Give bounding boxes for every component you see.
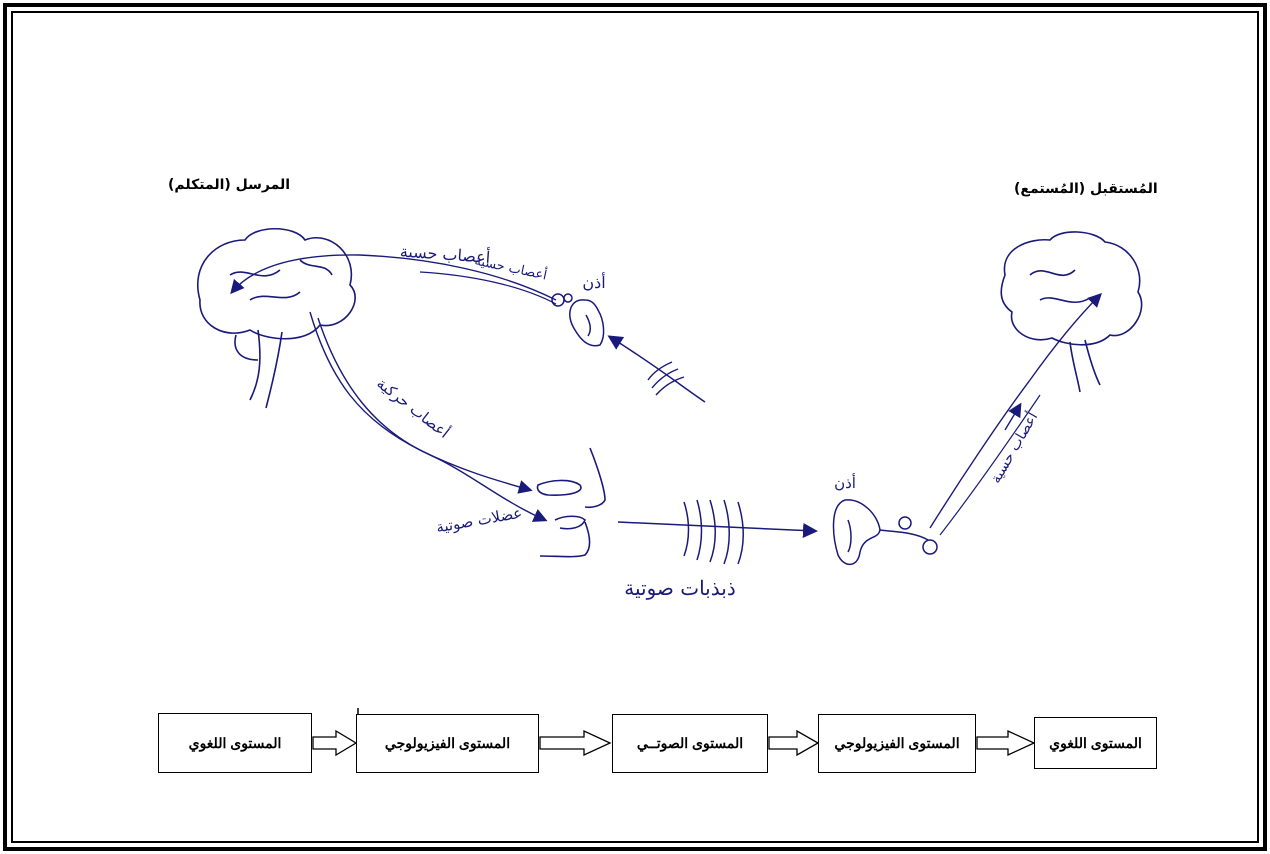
feedback-sound-waves [648,362,684,395]
level-label: المستوى اللغوي [1049,735,1142,752]
label-ear-listener: أذن [834,473,856,492]
sensory-nerve-listener-path [930,295,1100,528]
level-label: المستوى اللغوي [189,735,282,752]
speaker-ear-icon [552,294,604,346]
level-label: المستوى الصوتــي [637,735,743,752]
label-vocal-muscles: عضلات صوتية [435,504,524,537]
listener-ear-icon [834,500,937,565]
level-arrow-4 [977,731,1034,755]
label-sound-vibrations: ذبذبات صوتية [624,576,735,600]
level-box-linguistic-speaker: المستوى اللغوي [158,713,312,773]
label-motor-nerves: أعصاب حركية [373,373,453,441]
sound-wave-arrow [618,522,815,531]
speaker-mouth-icon [537,448,605,557]
level-arrow-3 [769,731,818,755]
level-box-physiological-speaker: المستوى الفيزيولوجي [356,714,539,773]
level-label: المستوى الفيزيولوجي [385,735,510,752]
level-box-acoustic: المستوى الصوتــي [612,714,768,773]
level-arrow-1 [313,731,356,755]
label-sensory-nerves-listener: أعصاب حسية [985,408,1041,486]
level-box-physiological-listener: المستوى الفيزيولوجي [818,714,976,773]
label-ear-speaker: أذن [582,272,605,292]
level-box-linguistic-listener: المستوى اللغوي [1034,717,1157,769]
level-arrow-2 [540,731,610,755]
label-sensory-nerves-secondary: أعصاب حسية [473,252,548,284]
level-label: المستوى الفيزيولوجي [834,735,959,752]
sound-wave-lines [684,500,743,564]
listener-brain-icon [1001,232,1141,392]
